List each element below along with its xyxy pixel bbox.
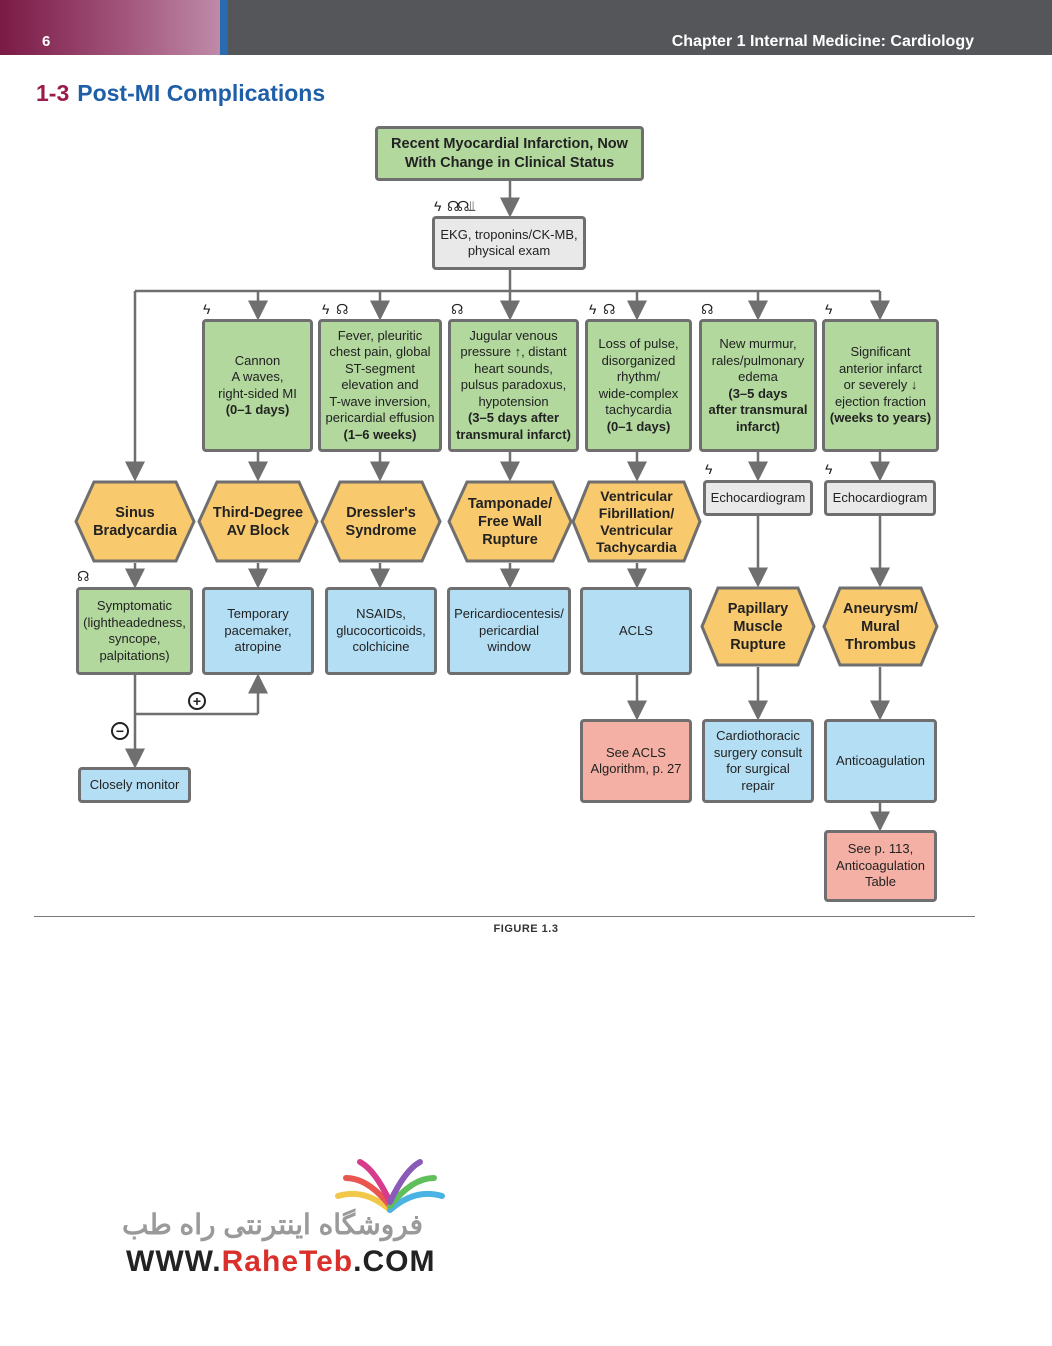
treatment-surgery-consult: Cardiothoracic surgery consult for surgi…	[702, 719, 814, 803]
treatment-pacemaker: Temporary pacemaker, atropine	[202, 587, 314, 675]
diagnosis-label: Ventricular Fibrillation/ Ventricular Ta…	[596, 487, 677, 555]
diagnosis-label: Third-Degree AV Block	[212, 504, 304, 539]
ekg-icon: ϟ	[705, 461, 713, 477]
hexagon-shape	[74, 480, 196, 563]
diagnosis-label: Aneurysm/ Mural Thrombus	[843, 600, 918, 653]
diagnosis-av-block: Third-Degree AV Block	[197, 480, 319, 563]
treatment-pericardiocentesis: Pericardiocentesis/ pericardial window	[447, 587, 571, 675]
hexagon-shape	[822, 586, 939, 667]
stethoscope-icon: ☊	[447, 198, 460, 214]
hexagon-shape	[700, 586, 816, 667]
ekg-icon: ϟ	[825, 461, 833, 477]
finding-time: (0–1 days)	[606, 418, 671, 434]
finding-time: (3–5 days after transmural infarct)	[456, 410, 571, 442]
finding-box-aneurysm: Significant anterior infarct or severely…	[822, 319, 939, 452]
finding-text: Significant anterior infarct or severely…	[834, 344, 927, 409]
echocardiogram-box: Echocardiogram	[824, 480, 936, 516]
finding-time: (3–5 days after transmural infarct)	[708, 385, 808, 434]
treatment-acls: ACLS	[580, 587, 692, 675]
ekg-icon: ϟ	[322, 301, 330, 317]
ekg-icon: ϟ	[825, 301, 833, 317]
echocardiogram-box: Echocardiogram	[703, 480, 813, 516]
stethoscope-icon: ☊	[603, 301, 616, 317]
diagnosis-dressler: Dressler's Syndrome	[320, 480, 442, 563]
diagnosis-sinus-bradycardia: Sinus Bradycardia	[74, 480, 196, 563]
finding-time: (1–6 weeks)	[343, 426, 417, 442]
hexagon-shape	[447, 480, 573, 563]
figure-divider	[34, 916, 975, 917]
finding-text: Jugular venous pressure ↑, distant heart…	[460, 327, 567, 409]
finding-box-vfib: Loss of pulse, disorganized rhythm/ wide…	[585, 319, 692, 452]
finding-box-av-block: Cannon A waves, right-sided MI(0–1 days)	[202, 319, 313, 452]
diagnosis-label: Dressler's Syndrome	[345, 504, 417, 539]
watermark-url-suffix: .COM	[353, 1245, 436, 1278]
diagnosis-papillary-rupture: Papillary Muscle Rupture	[700, 586, 816, 667]
book-logo-icon	[335, 1159, 445, 1213]
workup-box: EKG, troponins/CK-MB, physical exam	[432, 216, 586, 270]
watermark-url-brand: RaheTeb	[221, 1245, 354, 1278]
section-number: 1-3	[36, 80, 70, 106]
recent-mi-box: Recent Myocardial Infarction, Now With C…	[375, 126, 644, 181]
finding-text: Loss of pulse, disorganized rhythm/ wide…	[598, 336, 679, 417]
header-accent	[0, 0, 220, 55]
diagnosis-label: Sinus Bradycardia	[93, 504, 177, 539]
hexagon-shape	[320, 480, 442, 563]
treatment-anticoagulation: Anticoagulation	[824, 719, 937, 803]
diagnosis-label: Papillary Muscle Rupture	[727, 600, 789, 653]
section-title: 1-3 Post-MI Complications	[36, 80, 325, 107]
chapter-title: Chapter 1 Internal Medicine: Cardiology	[671, 33, 974, 50]
finding-time: (0–1 days)	[225, 402, 290, 417]
see-anticoagulation-box: See p. 113, Anticoagulation Table	[824, 830, 937, 902]
diagnosis-vfib-vtach: Ventricular Fibrillation/ Ventricular Ta…	[571, 480, 702, 563]
ekg-icon: ϟ	[203, 301, 211, 317]
minus-icon: −	[111, 722, 129, 740]
watermark-url: WWW.RaheTeb.COM	[126, 1245, 435, 1279]
watermark-persian: فروشگاه اینترنتی راه طب	[122, 1209, 424, 1240]
stethoscope-icon: ☊	[336, 301, 349, 317]
header-accent-stripe	[220, 0, 228, 55]
finding-box-tamponade: Jugular venous pressure ↑, distant heart…	[448, 319, 579, 452]
hexagon-shape	[571, 480, 702, 563]
stethoscope-icon: ☊	[457, 198, 470, 214]
ekg-icon: ϟ	[589, 301, 597, 317]
finding-time: (weeks to years)	[829, 410, 932, 426]
stethoscope-icon: ☊	[77, 568, 90, 584]
hexagon-shape	[197, 480, 319, 563]
finding-box-dressler: Fever, pleuritic chest pain, global ST-s…	[318, 319, 442, 452]
stethoscope-icon: ☊	[451, 301, 464, 317]
diagnosis-tamponade: Tamponade/ Free Wall Rupture	[447, 480, 573, 563]
test-tube-icon: ⫫	[468, 198, 476, 214]
section-title-text: Post-MI Complications	[77, 80, 326, 106]
finding-box-papillary: New murmur, rales/pulmonary edema(3–5 da…	[699, 319, 817, 452]
ekg-icon: ϟ	[434, 198, 442, 214]
closely-monitor-box: Closely monitor	[78, 767, 191, 803]
plus-icon: +	[188, 692, 206, 710]
finding-text: Fever, pleuritic chest pain, global ST-s…	[325, 327, 435, 426]
finding-text: Cannon A waves, right-sided MI	[218, 352, 297, 401]
diagnosis-aneurysm: Aneurysm/ Mural Thrombus	[822, 586, 939, 667]
symptomatic-box: Symptomatic (lightheadedness, syncope, p…	[76, 587, 193, 675]
flowchart-connectors	[125, 181, 890, 832]
stethoscope-icon: ☊	[701, 301, 714, 317]
diagnosis-label: Tamponade/ Free Wall Rupture	[467, 495, 553, 548]
treatment-nsaids: NSAIDs, glucocorticoids, colchicine	[325, 587, 437, 675]
page-number: 6	[42, 33, 51, 50]
watermark-url-prefix: WWW.	[126, 1245, 222, 1278]
see-acls-box: See ACLS Algorithm, p. 27	[580, 719, 692, 803]
figure-caption: FIGURE 1.3	[493, 923, 559, 935]
finding-text: New murmur, rales/pulmonary edema	[711, 336, 805, 384]
